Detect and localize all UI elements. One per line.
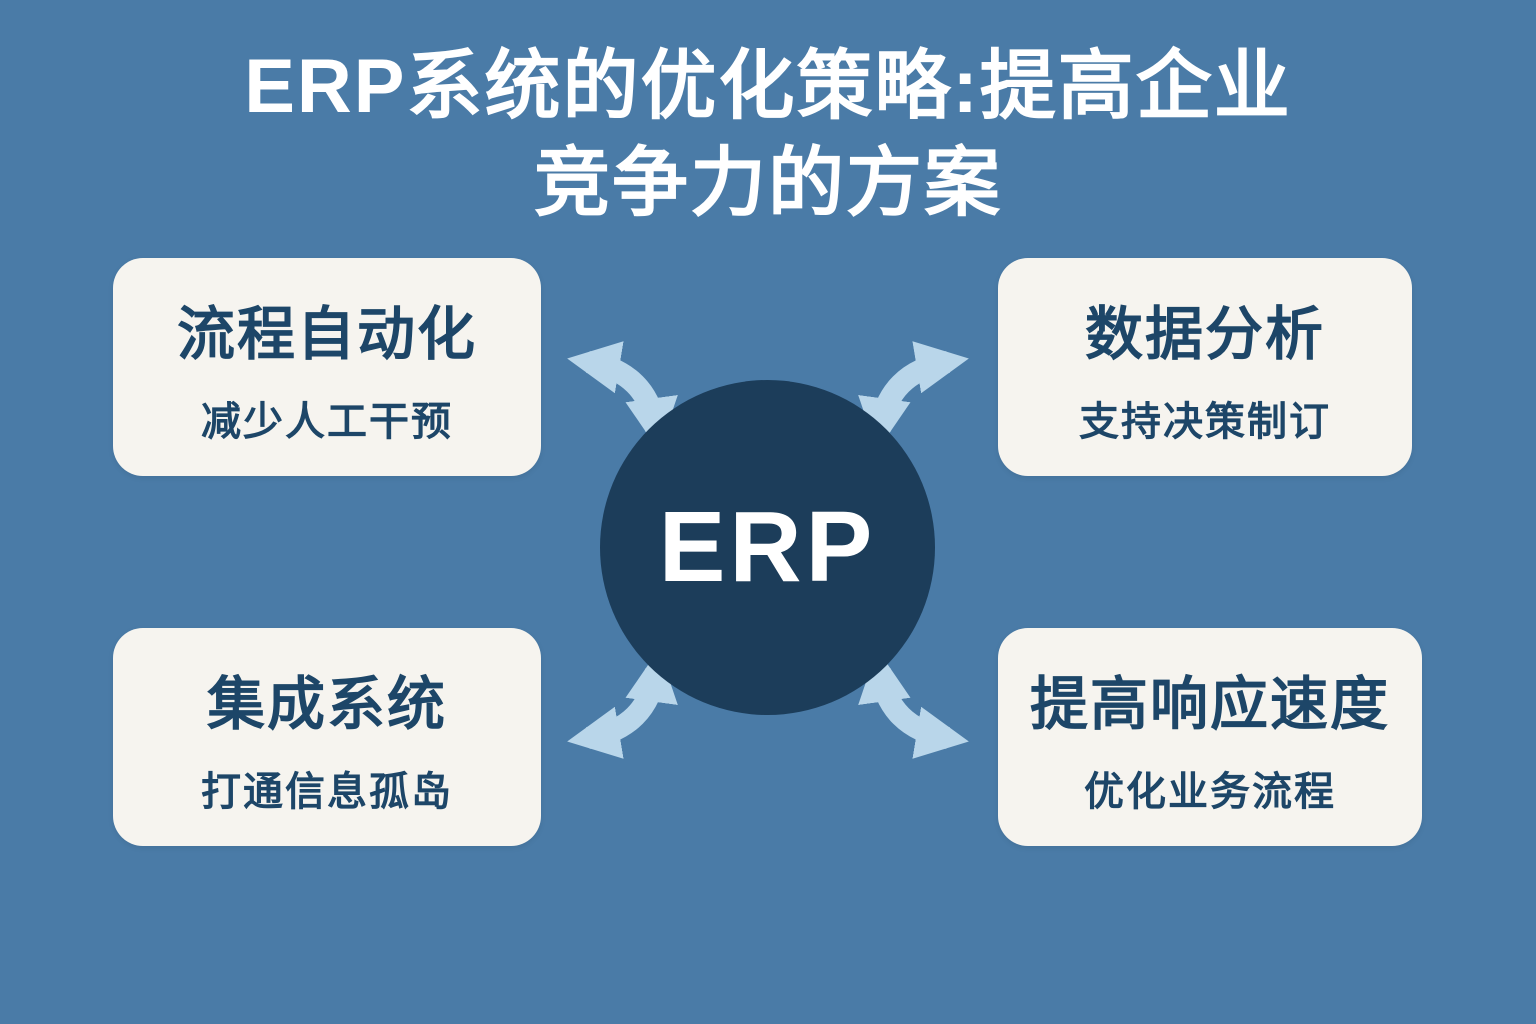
arrow-icon-top-left <box>567 341 678 451</box>
card-heading: 数据分析 <box>1084 302 1325 367</box>
card-process-automation: 流程自动化 减少人工干预 <box>113 258 541 476</box>
card-heading: 集成系统 <box>206 672 447 737</box>
arrow-icon-top-right <box>858 341 969 451</box>
card-data-analysis: 数据分析 支持决策制订 <box>998 258 1412 476</box>
card-heading: 提高响应速度 <box>1029 672 1390 737</box>
card-system-integration: 集成系统 打通信息孤岛 <box>113 628 541 846</box>
card-heading: 流程自动化 <box>176 302 477 367</box>
erp-center-node: ERP <box>600 380 935 715</box>
page-title: ERP系统的优化策略:提高企业 竞争力的方案 <box>0 38 1536 233</box>
erp-center-label: ERP <box>658 491 877 603</box>
card-subtext: 支持决策制订 <box>1079 400 1331 444</box>
page-title-line-1: ERP系统的优化策略:提高企业 <box>244 44 1292 129</box>
card-subtext: 优化业务流程 <box>1084 770 1336 814</box>
arrow-icon-bottom-right <box>858 649 969 759</box>
card-response-speed: 提高响应速度 优化业务流程 <box>998 628 1422 846</box>
card-subtext: 减少人工干预 <box>201 400 453 444</box>
page-title-line-2: 竞争力的方案 <box>534 141 1002 227</box>
card-subtext: 打通信息孤岛 <box>201 770 453 814</box>
arrow-icon-bottom-left <box>567 649 678 759</box>
